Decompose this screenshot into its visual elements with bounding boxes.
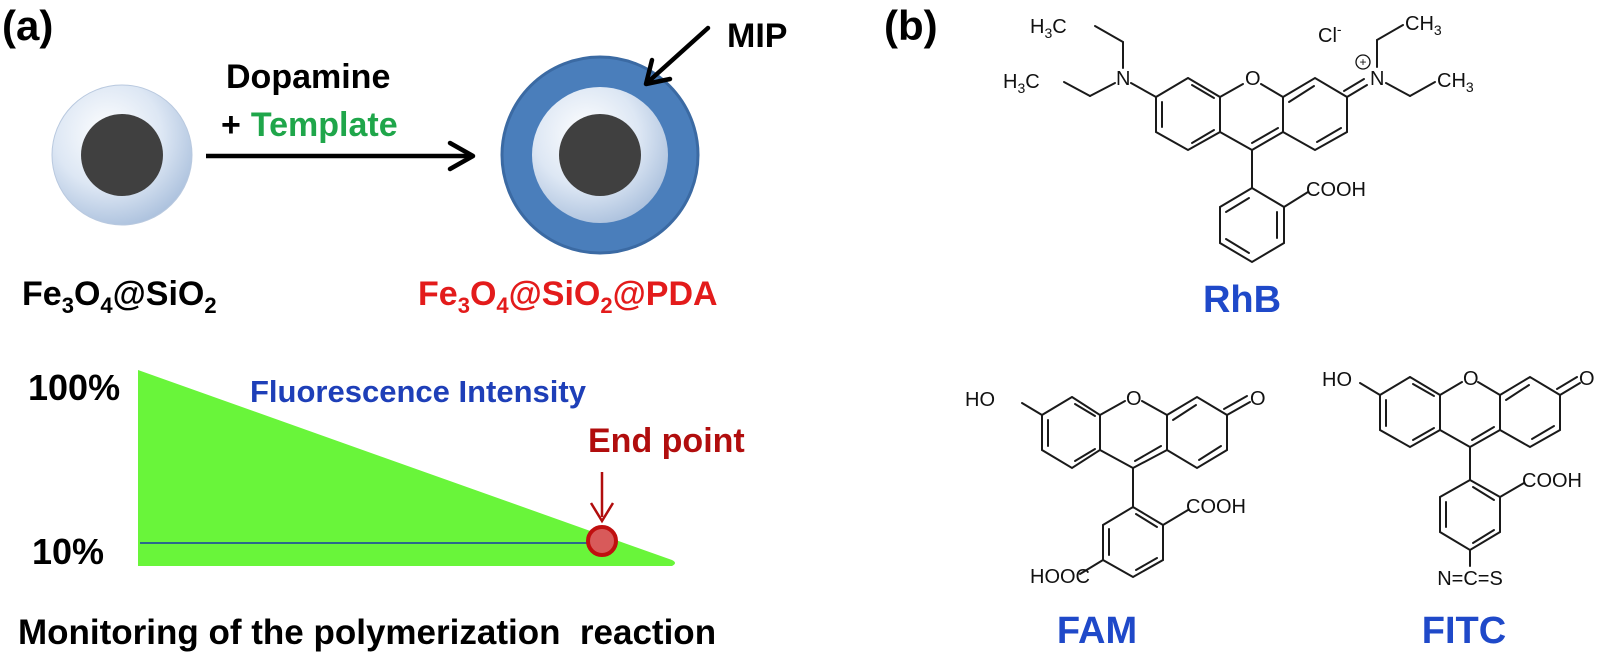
- product-fe: Fe: [418, 275, 458, 313]
- fitc-o-ring: O: [1463, 368, 1479, 390]
- fam-o-ring: O: [1126, 388, 1142, 410]
- fitc-cooh: COOH: [1522, 470, 1582, 492]
- plot-caption: Monitoring of the polymerization reactio…: [18, 613, 716, 652]
- rhb-plus-sign: +: [1359, 55, 1366, 69]
- reagent-template: Template: [251, 106, 398, 144]
- fam-ho: HO: [965, 389, 995, 411]
- reagent-plus: +: [221, 106, 241, 144]
- endpoint-label: End point: [588, 422, 745, 460]
- reactant-sub-2: 2: [204, 293, 216, 318]
- molecule-rhb: H3C H3C N O N + CH3 CH3 Cl- COOH: [1003, 13, 1474, 264]
- product-sub-4: 4: [496, 293, 509, 318]
- rhb-h3c-top: H3C: [1030, 16, 1067, 41]
- molecule-fam: HO O O COOH HOOC: [965, 388, 1266, 588]
- product-sio: @SiO: [509, 275, 601, 313]
- rhb-counterion: Cl-: [1318, 21, 1342, 47]
- fitc-ho: HO: [1322, 369, 1352, 391]
- endpoint-arrow-head: [589, 502, 615, 524]
- rhb-n-plus: N: [1370, 68, 1384, 90]
- magnetic-core: [81, 114, 163, 196]
- fitc-bonds: [1359, 375, 1581, 567]
- rhb-name: RhB: [1203, 279, 1281, 321]
- reactant-particle: [51, 84, 193, 226]
- reagent-template-line: + Template: [221, 106, 398, 144]
- fam-hooc: HOOC: [1030, 566, 1090, 588]
- endpoint-marker: [586, 525, 618, 557]
- product-label: Fe3O4@SiO2@PDA: [418, 275, 718, 318]
- reactant-sio: @SiO: [113, 275, 205, 313]
- y-label-10: 10%: [32, 531, 104, 572]
- panel-label-b: (b): [884, 2, 938, 49]
- reactant-sub-3: 3: [62, 293, 74, 318]
- magnetic-core: [559, 114, 641, 196]
- rhb-ch3-top: CH3: [1405, 13, 1442, 38]
- product-pda: @PDA: [613, 275, 718, 313]
- mip-arrow: [643, 25, 711, 87]
- rhb-o-ring: O: [1245, 68, 1261, 90]
- product-sub-2: 2: [600, 293, 612, 318]
- rhb-cooh: COOH: [1306, 179, 1366, 201]
- reactant-sub-4: 4: [100, 293, 113, 318]
- fitc-o-keto: O: [1579, 368, 1595, 390]
- fam-o-keto: O: [1250, 388, 1266, 410]
- fam-cooh: COOH: [1186, 496, 1246, 518]
- molecule-fitc: HO O O COOH N=C=S: [1322, 368, 1595, 590]
- reactant-o: O: [74, 275, 100, 313]
- rhb-h3c-left: H3C: [1003, 71, 1040, 96]
- fitc-ncs: N=C=S: [1437, 568, 1503, 590]
- rhb-n-left: N: [1116, 68, 1130, 90]
- fluorescence-intensity-label: Fluorescence Intensity: [250, 374, 587, 409]
- reagent-dopamine: Dopamine: [226, 58, 390, 96]
- mip-label: MIP: [727, 17, 787, 55]
- panel-label-a: (a): [2, 2, 53, 49]
- reaction-arrow: [206, 140, 476, 172]
- fam-bonds: [1021, 395, 1251, 579]
- monitoring-plot: [138, 370, 675, 566]
- y-label-100: 100%: [28, 367, 120, 408]
- product-particle: [500, 55, 700, 255]
- fitc-name: FITC: [1422, 610, 1506, 652]
- reactant-label: Fe3O4@SiO2: [22, 275, 217, 318]
- product-sub-3: 3: [458, 293, 470, 318]
- fam-name: FAM: [1057, 610, 1137, 652]
- rhb-plus-charge-icon: [1355, 54, 1371, 70]
- rhb-ch3-right: CH3: [1437, 70, 1474, 95]
- rhb-bonds: [1063, 24, 1436, 264]
- product-o: O: [470, 275, 496, 313]
- reactant-fe: Fe: [22, 275, 62, 313]
- fluorescence-triangle: [138, 370, 675, 566]
